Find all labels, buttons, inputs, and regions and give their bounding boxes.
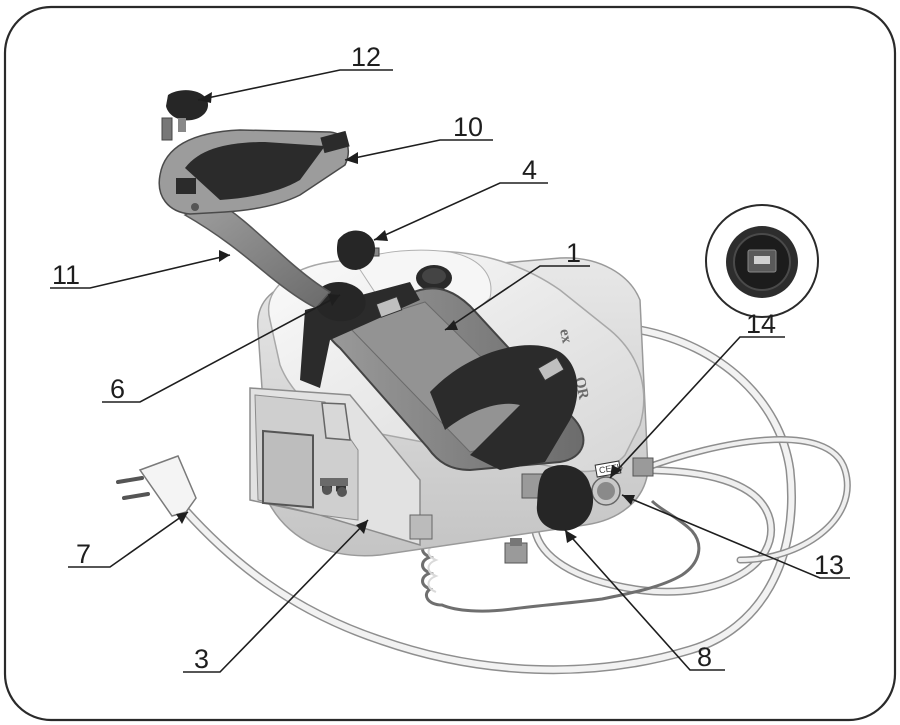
callout-3: 3 xyxy=(194,644,209,674)
power-cord xyxy=(180,323,796,675)
cable-gland-front xyxy=(504,538,528,564)
leader-line-11 xyxy=(50,254,231,289)
outer-cable-loop xyxy=(531,436,851,596)
callout-13: 13 xyxy=(814,550,844,580)
callout-10: 10 xyxy=(453,112,483,142)
lcd-screen xyxy=(262,429,314,509)
callout-11: 11 xyxy=(52,260,80,290)
leader-line-13 xyxy=(621,494,850,579)
brand-fragment-2: ex xyxy=(556,328,575,346)
callout-12: 12 xyxy=(351,42,381,72)
leader-line-10 xyxy=(344,139,493,161)
leader-line-8 xyxy=(564,529,725,671)
callout-7: 7 xyxy=(76,539,91,569)
power-plug xyxy=(116,455,197,517)
control-panel xyxy=(249,387,421,547)
leader-line-7 xyxy=(68,511,189,568)
top-knob xyxy=(161,90,209,141)
leader-line-12 xyxy=(197,69,393,101)
power-switch xyxy=(591,476,621,506)
leader-lines xyxy=(50,69,850,673)
hand-support xyxy=(158,129,350,215)
leader-arrows xyxy=(176,92,635,543)
adjust-knob-front xyxy=(521,465,594,531)
callout-4: 4 xyxy=(522,155,537,185)
leader-line-3 xyxy=(183,519,369,673)
arm-bracket xyxy=(183,199,332,309)
panel-connector xyxy=(409,514,433,540)
leader-line-14 xyxy=(609,336,785,479)
leader-line-1 xyxy=(444,265,590,331)
callout-6: 6 xyxy=(110,374,125,404)
rear-knob xyxy=(336,230,380,270)
usb-connector-inset xyxy=(705,204,819,318)
leader-line-4 xyxy=(373,182,548,241)
callout-labels: 1 3 4 6 7 8 10 11 12 13 14 xyxy=(52,42,844,674)
callout-8: 8 xyxy=(697,642,712,672)
strap-front xyxy=(430,345,578,470)
callout-14: 14 xyxy=(746,309,776,339)
cable-gland-right xyxy=(632,457,654,477)
callout-1: 1 xyxy=(566,238,581,268)
leader-line-6 xyxy=(102,294,341,403)
